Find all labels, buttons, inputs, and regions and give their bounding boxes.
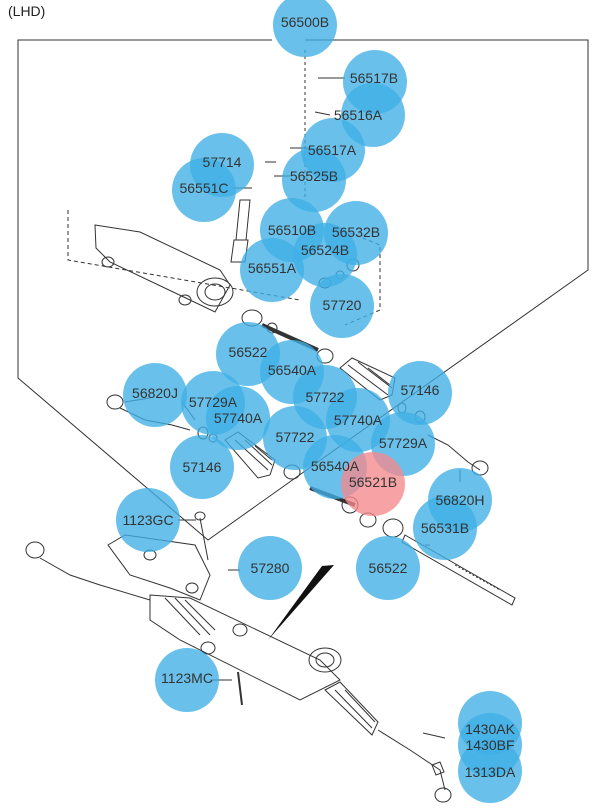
part-label-1123gc[interactable]: 1123GC	[122, 512, 174, 528]
part-bubble-56524b[interactable]	[293, 223, 357, 287]
part-bubble-56820j[interactable]	[123, 363, 187, 427]
part-bubble-57280[interactable]	[238, 536, 302, 600]
part-bubble-1313da[interactable]	[458, 739, 522, 803]
part-label-57722[interactable]: 57722	[275, 429, 315, 445]
part-bubble-56551a[interactable]	[240, 238, 304, 302]
part-label-57720[interactable]: 57720	[322, 297, 362, 313]
part-label-56531b[interactable]: 56531B	[420, 520, 470, 536]
part-label-56820j[interactable]: 56820J	[132, 385, 178, 401]
part-label-56516a[interactable]: 56516A	[333, 107, 383, 123]
part-bubble-56525b[interactable]	[282, 148, 346, 212]
part-label-56517a[interactable]: 56517A	[307, 142, 357, 158]
part-label-56522[interactable]: 56522	[228, 344, 268, 360]
part-bubble-56521b[interactable]	[341, 452, 405, 516]
part-label-1430bf[interactable]: 1430BF	[465, 737, 515, 753]
part-bubble-56531b[interactable]	[413, 496, 477, 560]
part-label-57729a[interactable]: 57729A	[188, 394, 238, 410]
part-label-56517b[interactable]: 56517B	[349, 70, 399, 86]
part-bubble-56551c[interactable]	[172, 158, 236, 222]
part-label-56524b[interactable]: 56524B	[300, 242, 350, 258]
part-label-56820h[interactable]: 56820H	[435, 492, 485, 508]
part-label-1313da[interactable]: 1313DA	[464, 764, 516, 780]
part-label-56521b[interactable]: 56521B	[348, 474, 398, 490]
part-label-56540a[interactable]: 56540A	[267, 362, 317, 378]
part-bubble-57720[interactable]	[310, 274, 374, 338]
part-label-57740a[interactable]: 57740A	[213, 410, 263, 426]
part-label-56540a[interactable]: 56540A	[310, 458, 360, 474]
part-bubble-1123mc[interactable]	[155, 648, 219, 712]
part-bubble-56500b[interactable]	[273, 0, 337, 57]
part-label-1430ak[interactable]: 1430AK	[465, 721, 515, 737]
part-label-57729a[interactable]: 57729A	[378, 435, 428, 451]
part-label-57146[interactable]: 57146	[182, 459, 222, 475]
part-label-56551a[interactable]: 56551A	[247, 260, 297, 276]
part-label-57146[interactable]: 57146	[400, 382, 440, 398]
part-bubble-57740a[interactable]	[206, 386, 270, 450]
part-bubble-57146[interactable]	[170, 435, 234, 499]
part-bubble-56522[interactable]	[356, 536, 420, 600]
part-label-56551c[interactable]: 56551C	[179, 180, 229, 196]
part-label-57740a[interactable]: 57740A	[333, 412, 383, 428]
drive-side-label: (LHD)	[8, 3, 46, 19]
part-label-1123mc[interactable]: 1123MC	[161, 670, 213, 686]
part-label-57280[interactable]: 57280	[250, 560, 290, 576]
part-label-56525b[interactable]: 56525B	[289, 168, 339, 184]
part-label-57714[interactable]: 57714	[202, 154, 242, 170]
part-label-57722[interactable]: 57722	[305, 389, 345, 405]
part-bubble-1123gc[interactable]	[116, 488, 180, 552]
part-bubble-57146[interactable]	[388, 361, 452, 425]
part-label-56532b[interactable]: 56532B	[331, 224, 381, 240]
part-label-56510b[interactable]: 56510B	[267, 222, 317, 238]
part-label-56500b[interactable]: 56500B	[280, 14, 330, 30]
part-label-56522[interactable]: 56522	[368, 560, 408, 576]
